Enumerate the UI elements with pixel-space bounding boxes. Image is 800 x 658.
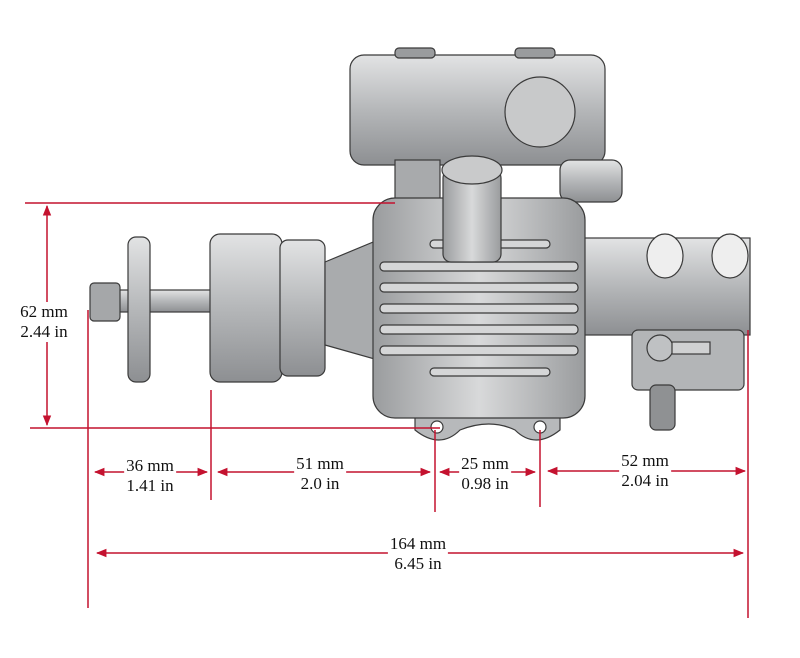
- dimension-lines: [25, 202, 749, 618]
- height-mm: 62 mm: [20, 302, 68, 321]
- overall-length-mm: 164 mm: [389, 534, 447, 553]
- mount-holes-in: 0.98 in: [461, 474, 509, 493]
- overall-length-label: 164 mm 6.45 in: [387, 534, 449, 574]
- mount-holes-mm: 25 mm: [461, 454, 509, 473]
- prop-to-hub-label: 36 mm 1.41 in: [124, 456, 176, 496]
- mount-to-rear-label: 52 mm 2.04 in: [619, 451, 671, 491]
- mount-to-rear-mm: 52 mm: [621, 451, 669, 470]
- hub-to-mount-label: 51 mm 2.0 in: [294, 454, 346, 494]
- mount-holes-label: 25 mm 0.98 in: [459, 454, 511, 494]
- mount-to-rear-in: 2.04 in: [621, 471, 669, 490]
- hub-to-mount-mm: 51 mm: [296, 454, 344, 473]
- overall-length-in: 6.45 in: [394, 554, 442, 573]
- prop-to-hub-mm: 36 mm: [126, 456, 174, 475]
- prop-to-hub-in: 1.41 in: [126, 476, 174, 495]
- hub-to-mount-in: 2.0 in: [300, 474, 340, 493]
- engine: [89, 47, 751, 441]
- height-in: 2.44 in: [20, 322, 68, 341]
- height-label: 62 mm 2.44 in: [18, 302, 70, 342]
